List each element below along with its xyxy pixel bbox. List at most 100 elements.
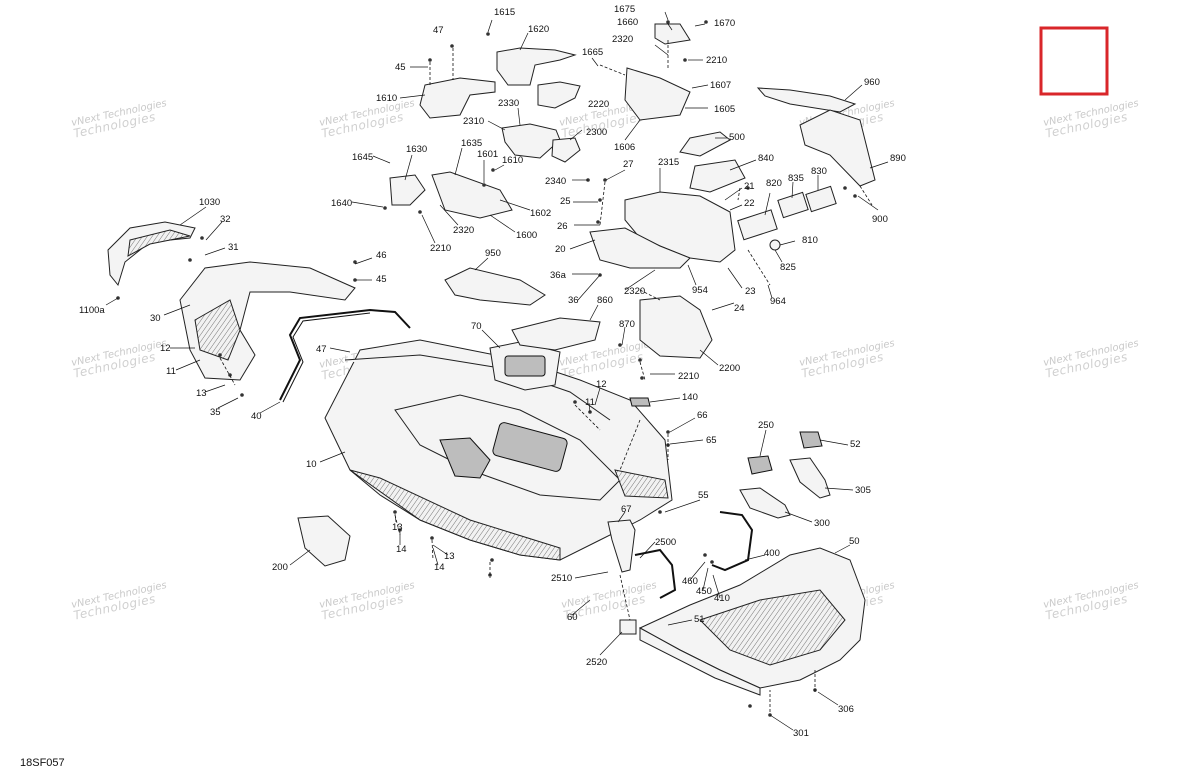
callout-label: 1600 bbox=[516, 230, 537, 241]
callout-label: 35 bbox=[210, 407, 221, 418]
assembly-lines bbox=[219, 40, 873, 712]
callout-label: 2510 bbox=[551, 573, 572, 584]
callout-label: 250 bbox=[758, 420, 774, 431]
callout-label: 67 bbox=[621, 504, 632, 515]
side-panel-hatch bbox=[194, 299, 241, 361]
callout-label: 810 bbox=[802, 235, 818, 246]
callout-label: 140 bbox=[682, 392, 698, 403]
callout-label: 410 bbox=[714, 593, 730, 604]
hull-side-hatch bbox=[349, 469, 561, 561]
callout-label: 32 bbox=[220, 214, 231, 225]
trim-part bbox=[799, 109, 876, 187]
callout-label: 11 bbox=[585, 397, 595, 408]
callout-label: 2300 bbox=[586, 127, 607, 138]
callout-label: 300 bbox=[814, 518, 830, 529]
callout-label: 21 bbox=[744, 181, 755, 192]
callout-label: 13 bbox=[196, 388, 207, 399]
latch-part bbox=[747, 455, 773, 475]
console-part bbox=[689, 159, 746, 193]
callout-label: 830 bbox=[811, 166, 827, 177]
rail-part bbox=[711, 511, 754, 572]
callout-labels: 1615 1620 1675 1660 1670 47 45 1610 1665… bbox=[79, 4, 906, 739]
rear-platform-grid bbox=[699, 589, 846, 666]
cover-part bbox=[496, 47, 577, 86]
callout-label: 200 bbox=[272, 562, 288, 573]
callout-label: 2320 bbox=[453, 225, 474, 236]
callout-label: 12 bbox=[596, 379, 607, 390]
callout-label: 66 bbox=[697, 410, 708, 421]
callout-label: 1610 bbox=[502, 155, 523, 166]
hose-part bbox=[279, 308, 411, 401]
seat-part bbox=[444, 267, 546, 306]
callout-label: 870 bbox=[619, 319, 635, 330]
callout-label: 30 bbox=[150, 313, 161, 324]
callout-label: 1605 bbox=[714, 104, 735, 115]
highlight-marker bbox=[1039, 26, 1109, 96]
front-cap-part bbox=[107, 221, 196, 287]
callout-label: 400 bbox=[764, 548, 780, 559]
callout-label: 45 bbox=[376, 274, 387, 285]
callout-label: 70 bbox=[471, 321, 482, 332]
callout-label: 1645 bbox=[352, 152, 373, 163]
foot-well bbox=[439, 437, 491, 479]
callout-label: 2320 bbox=[624, 286, 645, 297]
callout-label: 25 bbox=[560, 196, 571, 207]
callout-label: 36a bbox=[550, 270, 567, 281]
callout-label: 960 bbox=[864, 77, 880, 88]
callout-label: 14 bbox=[434, 562, 445, 573]
callout-label: 1670 bbox=[714, 18, 735, 29]
callout-label: 2210 bbox=[678, 371, 699, 382]
callout-label: 23 bbox=[745, 286, 756, 297]
callout-label: 1660 bbox=[617, 17, 638, 28]
console-part bbox=[589, 227, 691, 269]
cover-part bbox=[551, 137, 581, 163]
callout-label: 31 bbox=[228, 242, 239, 253]
leader-lines bbox=[105, 11, 889, 731]
callout-label: 1606 bbox=[614, 142, 635, 153]
latch-part bbox=[799, 431, 823, 449]
callout-label: 890 bbox=[890, 153, 906, 164]
callout-label: 301 bbox=[793, 728, 809, 739]
callout-label: 964 bbox=[770, 296, 786, 307]
bumper-part bbox=[619, 619, 637, 635]
callout-label: 11 bbox=[166, 366, 176, 377]
callout-label: 51 bbox=[694, 614, 705, 625]
bracket-part bbox=[654, 23, 691, 45]
callout-label: 860 bbox=[597, 295, 613, 306]
callout-label: 954 bbox=[692, 285, 708, 296]
callout-label: 1601 bbox=[477, 149, 498, 160]
callout-label: 10 bbox=[306, 459, 317, 470]
console-part bbox=[679, 131, 731, 157]
storage-opening bbox=[492, 422, 568, 472]
callout-label: 1615 bbox=[494, 7, 515, 18]
hose-part bbox=[282, 312, 371, 403]
callout-label: 460 bbox=[682, 576, 698, 587]
rear-platform-lip bbox=[639, 627, 761, 696]
gauge-part bbox=[737, 209, 778, 241]
callout-label: 820 bbox=[766, 178, 782, 189]
bracket-part bbox=[607, 519, 636, 573]
callout-label: 1675 bbox=[614, 4, 635, 15]
callout-label: 1100a bbox=[79, 305, 105, 316]
callout-label: 13 bbox=[392, 522, 403, 533]
gauge-part bbox=[805, 185, 837, 213]
cover-part bbox=[511, 317, 601, 351]
cover-part bbox=[537, 81, 581, 109]
callout-label: 45 bbox=[395, 62, 406, 73]
bracket-part bbox=[431, 171, 513, 219]
callout-label: 2320 bbox=[612, 34, 633, 45]
callout-label: 47 bbox=[316, 344, 327, 355]
callout-label: 1030 bbox=[199, 197, 220, 208]
trim-part bbox=[756, 87, 857, 113]
callout-label: 2310 bbox=[463, 116, 484, 127]
console-part bbox=[624, 191, 736, 263]
callout-label: 1620 bbox=[528, 24, 549, 35]
callout-label: 2200 bbox=[719, 363, 740, 374]
bracket-part bbox=[624, 67, 691, 121]
drawing-code: 18SF057 bbox=[20, 757, 65, 769]
callout-label: 40 bbox=[251, 411, 262, 422]
handle-part bbox=[739, 487, 791, 519]
callout-label: 55 bbox=[698, 490, 709, 501]
callout-label: 2210 bbox=[706, 55, 727, 66]
